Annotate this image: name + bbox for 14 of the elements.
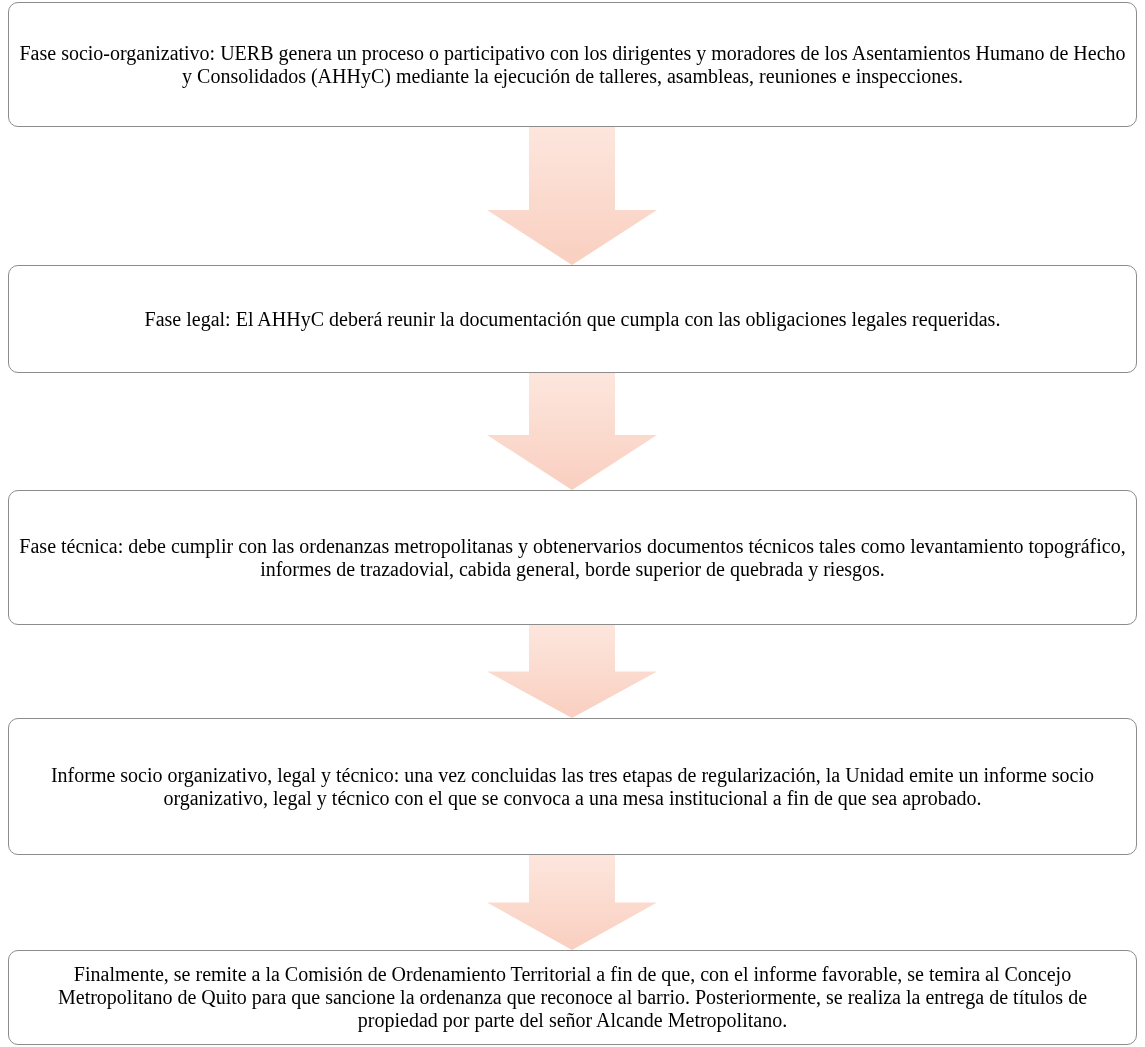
step-text: Fase técnica: debe cumplir con las ordenanzas metropolitanas y obtenervarios documentos técnicos tales como levantamiento topográfico, informes de trazadovial, cabida general, borde superior de quebrada y riesgos. [18,534,1127,581]
block-arrow [487,127,657,265]
process-box [8,718,1137,855]
step-text: Fase socio-organizativo: UERB genera un proceso o participativo con los dirigentes y moradores de los Asentamientos Humano de Hecho y Consolidados (AHHyC) mediante la ejecución de talleres, asambleas, reuniones e inspecciones. [18,41,1127,88]
process-box [8,490,1137,625]
block-arrow [487,855,657,950]
process-box [8,950,1137,1045]
process-box [8,2,1137,127]
process-box [8,265,1137,373]
block-arrow [487,373,657,490]
block-arrow [487,625,657,718]
step-text: Finalmente, se remite a la Comisión de Ordenamiento Territorial a fin de que, con el informe favorable, se temira al Concejo Metropolitano de Quito para que sancione la ordenanza que reconoce al barrio. Posteriormente, se realiza la entrega de títulos de propiedad por parte del señor Alcande Metropolitano. [57,963,1088,1032]
step-text: Informe socio organizativo, legal y técnico: una vez concluidas las tres etapas de regularización, la Unidad emite un informe socio organizativo, legal y técnico con el que se convoca a una mesa institucional a fin de que sea aprobado. [49,763,1096,810]
step-text: Fase legal: El AHHyC deberá reunir la documentación que cumpla con las obligaciones legales requeridas. [144,307,1001,331]
